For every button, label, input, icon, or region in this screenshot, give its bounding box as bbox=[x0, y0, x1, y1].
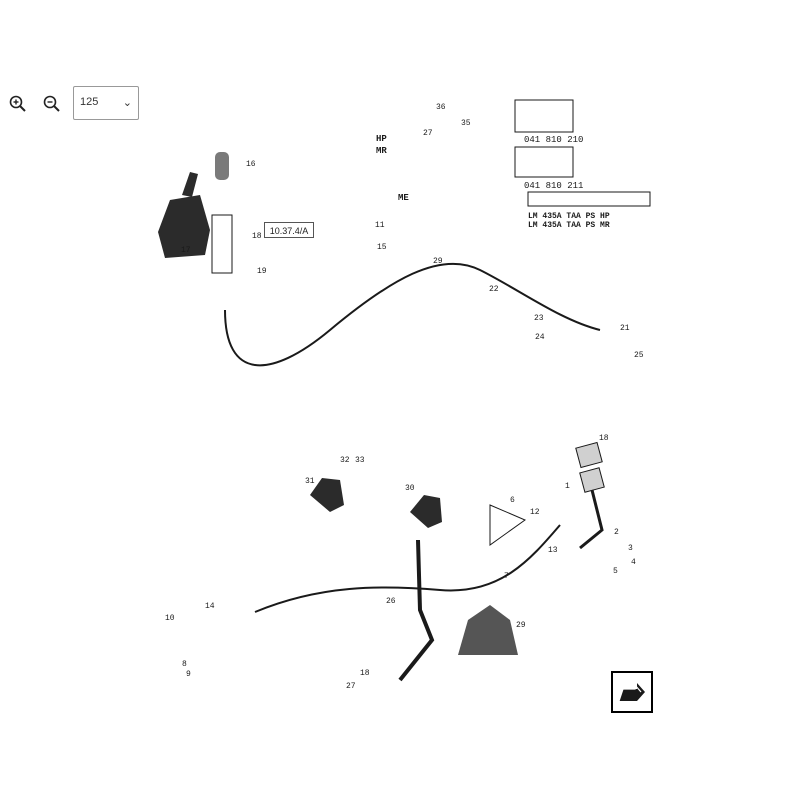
callout-29: 29 bbox=[433, 257, 443, 266]
zoom-value: 125 bbox=[80, 96, 99, 108]
callout-35: 35 bbox=[461, 119, 471, 128]
callout-5: 5 bbox=[613, 567, 618, 576]
reference-label[interactable]: 10.37.4/A bbox=[264, 222, 314, 238]
callout-21: 21 bbox=[620, 324, 630, 333]
callout-26: 26 bbox=[386, 597, 396, 606]
callout-12: 12 bbox=[530, 508, 540, 517]
callout-13: 13 bbox=[548, 546, 558, 555]
callout-23: 23 bbox=[534, 314, 544, 323]
arrow-icon bbox=[618, 683, 645, 702]
callout-3: 3 bbox=[628, 544, 633, 553]
callout-16: 16 bbox=[246, 160, 256, 169]
callout-18: 18 bbox=[252, 232, 262, 241]
rubber-boot-top bbox=[158, 172, 210, 258]
callout-7: 7 bbox=[504, 572, 509, 581]
callout-8: 8 bbox=[182, 660, 187, 669]
callout-1: 1 bbox=[565, 482, 570, 491]
callout-18c: 18 bbox=[360, 669, 370, 678]
callout-19: 19 bbox=[257, 267, 267, 276]
chevron-down-icon: ⌄ bbox=[122, 97, 132, 109]
callout-29b: 29 bbox=[516, 621, 526, 630]
callout-14: 14 bbox=[205, 602, 215, 611]
callout-4: 4 bbox=[631, 558, 636, 567]
callout-18b: 18 bbox=[599, 434, 609, 443]
callout-25: 25 bbox=[634, 351, 644, 360]
zoom-in-icon[interactable] bbox=[8, 94, 28, 114]
legend-box-1 bbox=[514, 99, 574, 133]
callout-9: 9 bbox=[186, 670, 191, 679]
callout-32: 32 bbox=[340, 456, 350, 465]
zoom-out-icon[interactable] bbox=[42, 94, 62, 114]
callout-2: 2 bbox=[614, 528, 619, 537]
callout-27b: 27 bbox=[423, 129, 433, 138]
lever-bracket bbox=[211, 214, 233, 274]
callout-33: 33 bbox=[355, 456, 365, 465]
callout-15: 15 bbox=[377, 243, 387, 252]
callout-36: 36 bbox=[436, 103, 446, 112]
callout-10: 10 bbox=[165, 614, 175, 623]
pedal-lower bbox=[579, 467, 605, 493]
hp-label: HP bbox=[376, 134, 387, 144]
serial-2: 041 810 211 bbox=[524, 181, 583, 191]
knob-31 bbox=[310, 478, 344, 512]
grip-handle bbox=[215, 152, 229, 180]
callout-27: 27 bbox=[346, 682, 356, 691]
serial-1: 041 810 210 bbox=[524, 135, 583, 145]
viewer-toolbar: 125 ⌄ bbox=[0, 86, 160, 122]
mr-label: MR bbox=[376, 146, 387, 156]
callout-11: 11 bbox=[375, 221, 385, 230]
me-label: ME bbox=[398, 193, 409, 203]
parts-diagram: 041 810 210 041 810 211 LM 435A TAA PS H… bbox=[158, 99, 651, 691]
callout-24: 24 bbox=[535, 333, 545, 342]
model-2: LM 435A TAA PS MR bbox=[528, 221, 610, 230]
knob-30 bbox=[410, 495, 442, 528]
legend-box-3 bbox=[527, 191, 651, 207]
rubber-boot-bottom bbox=[458, 605, 518, 655]
callout-6: 6 bbox=[510, 496, 515, 505]
callout-22: 22 bbox=[489, 285, 499, 294]
callout-17: 17 bbox=[181, 246, 191, 255]
navigation-arrow-button[interactable] bbox=[611, 671, 653, 713]
pedal-upper bbox=[575, 441, 603, 469]
triangle-bracket bbox=[489, 504, 527, 546]
zoom-select[interactable]: 125 ⌄ bbox=[73, 86, 139, 120]
callout-30: 30 bbox=[405, 484, 415, 493]
model-1: LM 435A TAA PS HP bbox=[528, 212, 610, 221]
callout-31: 31 bbox=[305, 477, 315, 486]
legend-box-2 bbox=[514, 146, 574, 178]
